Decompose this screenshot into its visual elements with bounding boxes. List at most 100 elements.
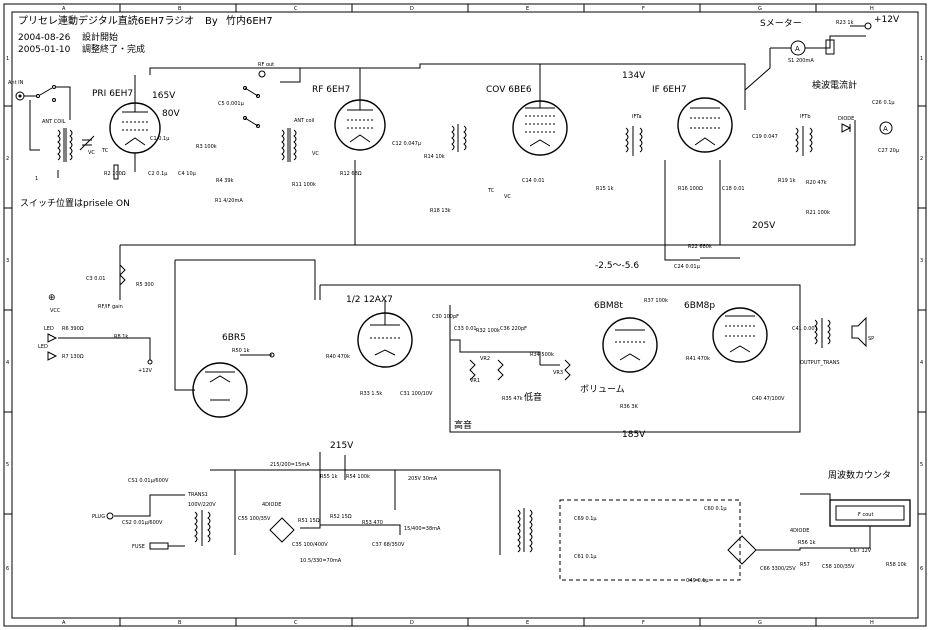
title-author: 竹内6EH7 — [226, 14, 273, 27]
treble-pot-icon[interactable] — [469, 359, 476, 381]
ant-coil2-label: ANT coil — [294, 118, 314, 124]
if-stage: 134V IFTa IF 6EH7 C19 0.047 R16 100Ω C18… — [595, 71, 778, 271]
c31-label: C31 100/10V — [400, 391, 433, 397]
col-label-e-bottom: E — [526, 620, 529, 626]
c36-label: C36 220pF — [500, 326, 527, 332]
c67-label: C67 12V — [850, 548, 872, 554]
ant-in-label: Ant IN — [8, 80, 24, 86]
col-label-h-bottom: H — [870, 620, 874, 626]
pri-tube: PRI 6EH7 165V 80V R2 100Ω C2 0.1μ C1 0.1… — [92, 75, 180, 180]
c4-label: C4 10μ — [178, 171, 197, 177]
r21-label: R21 100k — [806, 210, 830, 216]
v134-label: 134V — [622, 71, 646, 81]
iftb-transformer-icon — [795, 126, 813, 156]
bass-pot-icon[interactable] — [497, 359, 504, 381]
tc-label-2: TC — [487, 188, 495, 194]
c60-label: C60 0.1μ — [704, 506, 727, 512]
rf-switch-lever-icon[interactable] — [244, 87, 259, 97]
v12-label: +12V — [874, 15, 900, 25]
d1-label: 4DIODE — [262, 502, 281, 508]
heater-transformer-icon — [517, 508, 533, 553]
title-main: プリセレ連動デジタル直読6EH7ラジオ — [18, 14, 194, 27]
rf-out-switch: RF out C5 0.001μ R3 100k C4 10μ R4 39k R… — [178, 62, 274, 204]
row-label-5-right: 5 — [920, 462, 923, 468]
power-stage: 6BM8p R41 470k C40 47/100V C41 0.001 OUT… — [684, 301, 874, 402]
power-tube-label: 6BM8p — [684, 301, 715, 311]
col-label-g-bottom: G — [758, 620, 762, 626]
col-label-d: D — [410, 6, 414, 12]
r16-label: R16 100Ω — [678, 186, 703, 192]
driver-tube-label: 6BM8t — [594, 301, 623, 311]
s-meter-label: Sメーター — [760, 18, 802, 29]
bridge-rectifier-icon — [269, 517, 295, 543]
c1-label: C1 0.1μ — [150, 136, 170, 142]
c19-label: C19 0.047 — [752, 134, 778, 140]
det-meter-icon — [879, 121, 893, 135]
row-label-4-right: 4 — [920, 360, 923, 366]
r40-label: R40 470k — [326, 354, 350, 360]
col-label-d-bottom: D — [410, 620, 414, 626]
col-label-b: B — [178, 6, 182, 12]
r7-label: R7 130Ω — [62, 354, 84, 360]
vr2-label: VR2 — [480, 356, 490, 362]
preamp-stage: 1/2 12AX7 C30 100pF R40 470k R33 1.5k C3… — [326, 295, 459, 397]
vr1-label: VR1 — [470, 378, 480, 384]
rf-out-jack-icon[interactable] — [258, 70, 266, 78]
antenna-input: Ant IN ANT COIL 1 VC TC スイッチ位置はprisele O… — [8, 80, 130, 209]
r57-label: R57 — [800, 562, 810, 568]
vneg-label: -2.5～-5.6 — [595, 261, 639, 271]
title-date2: 2005-01-10 — [18, 45, 71, 55]
converter-stage: R14 10k COV 6BE6 C14 0.01 TC VC R18 13k — [424, 72, 568, 214]
r34-label: R34 500k — [530, 352, 554, 358]
tuning-eye-label: 6BR5 — [222, 333, 246, 343]
r32-label: R32 100k — [476, 328, 500, 334]
v80-label: 80V — [162, 109, 180, 119]
title-by: By — [205, 16, 218, 27]
volume-pot-icon[interactable] — [564, 359, 571, 381]
tuning-eye: 6BR5 R50 1k — [192, 333, 275, 418]
vcc-icon: ⊕ — [48, 293, 56, 303]
col-label-c-bottom: C — [294, 620, 298, 626]
prisel-switch-icon[interactable] — [39, 87, 53, 96]
hv-note: 215/200=15mA — [270, 462, 310, 468]
row-label-4: 4 — [6, 360, 9, 366]
c49-label: C49 0.1μ — [686, 578, 709, 584]
trans1-rating: 100V/220V — [188, 502, 216, 508]
right-note: 205V 30mA — [408, 476, 438, 482]
gain-pot-icon[interactable] — [119, 264, 126, 286]
tc-label-1: TC — [101, 148, 109, 154]
freq-counter-label: 周波数カウンタ — [828, 469, 891, 481]
rf-stage: ANT coil VC RF 6EH7 C12 0.047μ R11 100k … — [281, 68, 422, 188]
r35-label: R35 47k — [502, 396, 523, 402]
title-date1: 2004-08-26 — [18, 33, 71, 43]
row-label-3-right: 3 — [920, 258, 923, 264]
r11-label: R11 100k — [292, 182, 316, 188]
col-label-f-bottom: F — [642, 620, 645, 626]
c69-label: C69 0.1μ — [574, 516, 597, 522]
sp-label: SP — [868, 336, 874, 342]
r53-label: R53 470 — [362, 520, 383, 526]
row-label-6: 6 — [6, 566, 9, 572]
heater-section: C69 0.1μ C61 0.1μ C60 0.1μ C49 0.1μ C66 … — [517, 499, 907, 584]
r37-label: R37 100k — [644, 298, 668, 304]
cs1-label: CS1 0.01μ/600V — [128, 478, 169, 484]
if-tube-label: IF 6EH7 — [652, 85, 687, 95]
pri-tube-label: PRI 6EH7 — [92, 89, 133, 99]
r55-label: R55 1k — [320, 474, 338, 480]
rf-if-gain-label: RF/IF gain — [98, 304, 123, 310]
r41-label: R41 470k — [686, 356, 710, 362]
col-label-f: F — [642, 6, 645, 12]
row-label-1: 1 — [6, 56, 9, 62]
col-label-e: E — [526, 6, 529, 12]
tone-control: C33 0.01 R32 100k C36 220pF R34 500k R35… — [450, 326, 560, 431]
s-meter-adjust-pot[interactable] — [825, 39, 835, 55]
r36-label: R36 3K — [620, 404, 639, 410]
detector-diode-icon — [841, 123, 852, 133]
v185-label: 185V — [622, 430, 646, 440]
c12-label: C12 0.047μ — [392, 141, 422, 147]
plug-icon[interactable] — [106, 512, 114, 520]
bass-label: 低音 — [524, 391, 542, 403]
treble-label: 高音 — [454, 419, 472, 431]
tuning-capacitor-icon[interactable] — [79, 135, 95, 151]
r6-label: R6 390Ω — [62, 326, 84, 332]
